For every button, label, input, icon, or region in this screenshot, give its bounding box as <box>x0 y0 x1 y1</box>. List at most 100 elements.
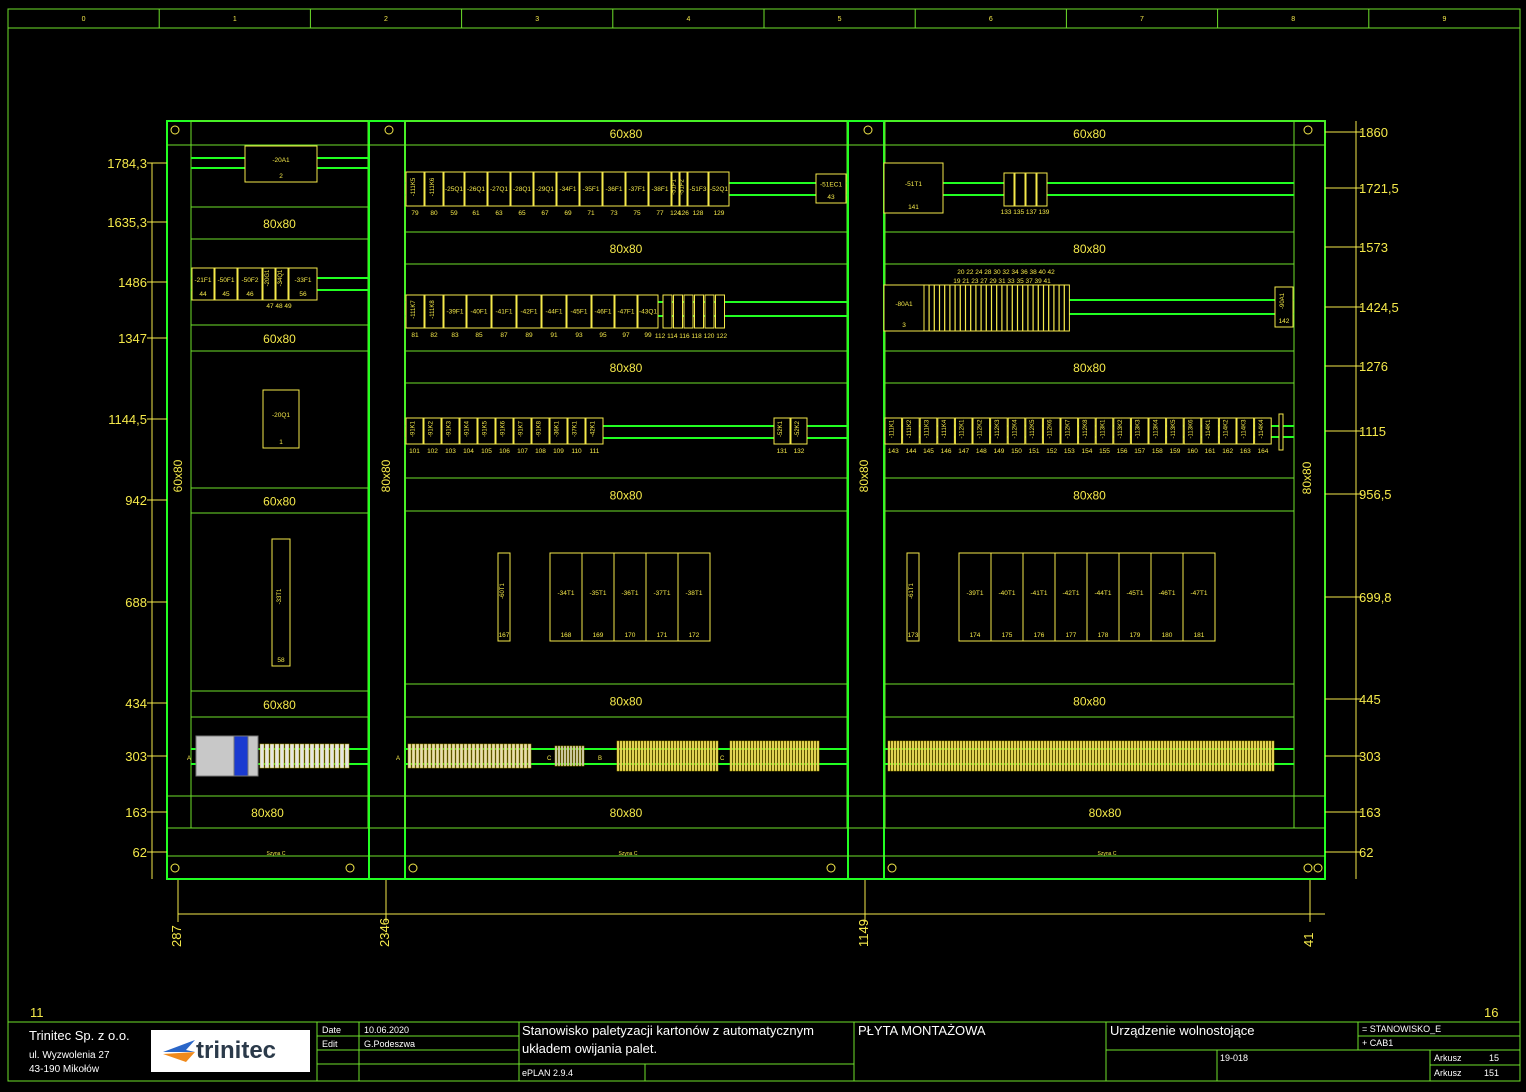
svg-text:161: 161 <box>1205 448 1216 455</box>
duct-label: 80x80 <box>1073 489 1106 503</box>
dimension-left: 688 <box>125 595 147 610</box>
terminal-numbers: 133 135 137 139 <box>1001 209 1050 216</box>
mounting-hole-icon <box>345 863 355 873</box>
device <box>1017 284 1024 332</box>
svg-text:-27Q1: -27Q1 <box>490 186 508 193</box>
column-label: 7 <box>1140 16 1144 23</box>
sheet-value: 15 <box>1489 1053 1499 1063</box>
device <box>1037 284 1044 332</box>
svg-text:-112K1: -112K1 <box>960 419 966 439</box>
dimensions-left: 1784,31635,3148613471144,594268843430316… <box>107 156 167 879</box>
vertical-duct-label-mid2: 80x80 <box>857 459 871 492</box>
rail-marker: A <box>396 756 400 762</box>
svg-text:155: 155 <box>1099 448 1110 455</box>
device <box>975 284 982 332</box>
terminal-numbers: 112 114 116 118 120 122 <box>655 333 728 340</box>
dimension-left: 1486 <box>118 275 147 290</box>
svg-text:trinitec: trinitec <box>196 1037 276 1064</box>
dimension-right: 1721,5 <box>1359 181 1399 196</box>
device <box>923 284 930 332</box>
svg-text:-91K3: -91K3 <box>447 420 453 437</box>
dimension-left: 1784,3 <box>107 156 147 171</box>
svg-text:-91K6: -91K6 <box>501 420 507 437</box>
svg-text:-42T1: -42T1 <box>1063 590 1080 597</box>
column-label: 0 <box>82 16 86 23</box>
svg-text:75: 75 <box>633 210 641 217</box>
svg-text:162: 162 <box>1222 448 1233 455</box>
dimension-right: 445 <box>1359 692 1381 707</box>
svg-text:87: 87 <box>500 332 508 339</box>
svg-text:-25Q1: -25Q1 <box>445 186 463 193</box>
device <box>683 294 694 329</box>
device <box>1063 284 1070 332</box>
device: -114K4 164 <box>1254 417 1272 455</box>
duct-label: 80x80 <box>263 217 296 231</box>
device <box>944 284 951 332</box>
svg-text:-51F2: -51F2 <box>680 179 686 195</box>
svg-text:-51F1: -51F1 <box>672 179 678 195</box>
svg-text:176: 176 <box>1034 632 1045 639</box>
svg-text:111: 111 <box>590 448 600 455</box>
device <box>996 284 1003 332</box>
svg-text:91: 91 <box>550 332 558 339</box>
svg-text:-114K4: -114K4 <box>1259 419 1265 439</box>
svg-text:-46F1: -46F1 <box>595 309 612 316</box>
svg-text:-45T1: -45T1 <box>1127 590 1144 597</box>
svg-text:-113K3: -113K3 <box>1136 419 1142 439</box>
svg-text:-34Q1: -34Q1 <box>278 269 284 286</box>
device <box>980 284 987 332</box>
svg-text:-111K5: -111K5 <box>411 177 417 196</box>
svg-text:169: 169 <box>593 632 604 639</box>
svg-text:164: 164 <box>1257 448 1268 455</box>
terminal-numbers: 19 21 23 27 29 31 33 35 37 39 41 <box>953 278 1051 285</box>
svg-text:158: 158 <box>1152 448 1163 455</box>
dimension-right: 1424,5 <box>1359 300 1399 315</box>
svg-text:81: 81 <box>411 332 419 339</box>
svg-text:-47F1: -47F1 <box>618 309 635 316</box>
svg-text:-111K8: -111K8 <box>430 300 436 319</box>
sheets-label: Arkusz <box>1434 1068 1462 1078</box>
svg-text:2: 2 <box>279 173 283 180</box>
svg-text:181: 181 <box>1194 632 1205 639</box>
svg-text:93: 93 <box>575 332 583 339</box>
svg-text:79: 79 <box>411 210 419 217</box>
mounting-hole-icon <box>1303 863 1313 873</box>
dimension-right: 1115 <box>1359 424 1386 439</box>
svg-text:175: 175 <box>1002 632 1013 639</box>
mounting-hole-icon <box>408 863 418 873</box>
duct-label: 60x80 <box>263 698 296 712</box>
svg-text:177: 177 <box>1066 632 1077 639</box>
svg-text:160: 160 <box>1187 448 1198 455</box>
svg-text:-112K5: -112K5 <box>1030 419 1036 439</box>
svg-text:-113K1: -113K1 <box>1101 419 1107 439</box>
svg-text:180: 180 <box>1162 632 1173 639</box>
svg-text:-91K2: -91K2 <box>429 420 435 437</box>
svg-text:179: 179 <box>1130 632 1141 639</box>
svg-text:159: 159 <box>1169 448 1180 455</box>
device <box>1043 284 1050 332</box>
svg-text:106: 106 <box>499 448 510 455</box>
device-20G1: -20G1 <box>262 267 276 301</box>
mounting-hole-icon <box>863 125 873 135</box>
date-label: Date <box>322 1025 341 1035</box>
column-label: 9 <box>1442 16 1446 23</box>
vertical-duct-label-mid1: 80x80 <box>379 459 393 492</box>
